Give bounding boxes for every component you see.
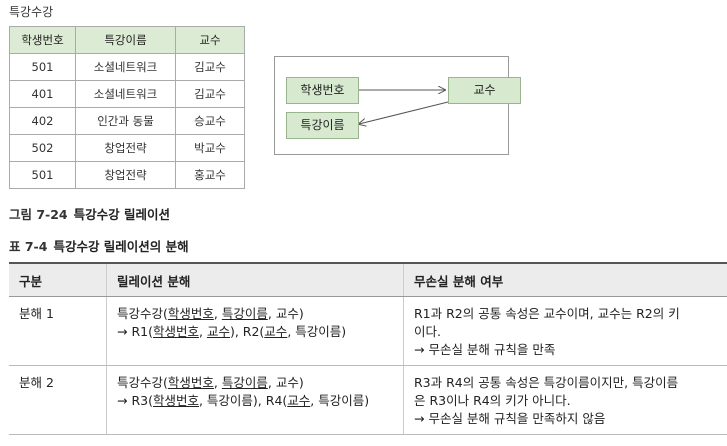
functional-dependency-diagram: 학생번호 특강이름 교수 — [274, 56, 521, 155]
decomposition-cell: 특강수강(학생번호, 특강이름, 교수) → R3(학생번호, 특강이름), R… — [106, 365, 404, 435]
original-relation: 특강수강(학생번호, 특강이름, 교수) — [117, 374, 397, 392]
table-cell: 501 — [9, 53, 76, 81]
text-fragment: , — [213, 375, 222, 390]
text-fragment: 특강수강( — [117, 375, 168, 390]
figure-number: 그림 7-24 — [9, 207, 68, 222]
original-relation: 특강수강(학생번호, 특강이름, 교수) — [117, 305, 397, 323]
table-cell: 소셜네트워크 — [75, 53, 176, 81]
table-cell: 창업전략 — [75, 161, 176, 189]
table-row: 501 창업전략 홍교수 — [9, 161, 245, 189]
arrow-professor-to-course — [359, 101, 449, 124]
key-attribute: 특강이름 — [221, 306, 268, 321]
result-text: 은 R3이나 R4의 키가 아니다. — [414, 393, 571, 408]
result-cell: R3과 R4의 공통 속성은 특강이름이지만, 특강이름 은 R3이나 R4의 … — [403, 365, 727, 435]
node-student-id: 학생번호 — [286, 77, 359, 104]
text-fragment: , 특강이름), R4( — [198, 393, 288, 408]
text-fragment: , — [213, 306, 222, 321]
table-cell: 402 — [9, 107, 76, 135]
text-fragment: , — [198, 324, 207, 339]
text-fragment: → R1( — [117, 324, 153, 339]
key-attribute: 교수 — [264, 324, 288, 339]
figure-title: 특강수강 릴레이션 — [73, 207, 170, 222]
row-label: 분해 2 — [9, 365, 107, 435]
column-header: 특강이름 — [75, 26, 176, 54]
table-cell: 502 — [9, 134, 76, 162]
text-fragment: , 교수) — [267, 375, 304, 390]
table-caption: 표 7-4 특강수강 릴레이션의 분해 — [9, 236, 189, 255]
result-text: 이다. — [414, 324, 441, 339]
table-cell: 501 — [9, 161, 76, 189]
column-header: 학생번호 — [9, 26, 76, 54]
table-row: 분해 1 특강수강(학생번호, 특강이름, 교수) → R1(학생번호, 교수)… — [9, 296, 727, 366]
column-header: 구분 — [9, 262, 107, 297]
table-cell: 소셜네트워크 — [75, 80, 176, 108]
node-course-name: 특강이름 — [286, 112, 359, 139]
table-cell: 인간과 동물 — [75, 107, 176, 135]
relation-table: 학생번호 특강이름 교수 501 소셜네트워크 김교수 401 소셜네트워크 김… — [9, 26, 245, 189]
decomposition-table: 구분 릴레이션 분해 무손실 분해 여부 분해 1 특강수강(학생번호, 특강이… — [9, 262, 727, 435]
table-title: 특강수강 릴레이션의 분해 — [53, 239, 189, 254]
decomposed-relations: → R3(학생번호, 특강이름), R4(교수, 특강이름) — [117, 392, 397, 410]
result-cell: R1과 R2의 공통 속성은 교수이며, 교수는 R2의 키 이다. → 무손실… — [403, 296, 727, 366]
table-cell: 김교수 — [175, 53, 245, 81]
table-cell: 박교수 — [175, 134, 245, 162]
key-attribute: 학생번호 — [152, 324, 199, 339]
figure-caption: 그림 7-24 특강수강 릴레이션 — [9, 204, 170, 223]
result-conclusion: → 무손실 분해 규칙을 만족하지 않음 — [414, 411, 606, 426]
row-label: 분해 1 — [9, 296, 107, 366]
table-cell: 홍교수 — [175, 161, 245, 189]
table-cell: 승교수 — [175, 107, 245, 135]
relation-caption: 특강수강 — [9, 5, 54, 19]
key-attribute: 학생번호 — [167, 306, 214, 321]
column-header: 무손실 분해 여부 — [403, 262, 727, 297]
text-fragment: , 특강이름) — [287, 324, 347, 339]
key-attribute: 학생번호 — [167, 375, 214, 390]
table-header-row: 구분 릴레이션 분해 무손실 분해 여부 — [9, 262, 727, 297]
table-cell: 401 — [9, 80, 76, 108]
decomposed-relations: → R1(학생번호, 교수), R2(교수, 특강이름) — [117, 323, 397, 341]
text-fragment: 특강수강( — [117, 306, 168, 321]
result-text: R3과 R4의 공통 속성은 특강이름이지만, 특강이름 — [414, 375, 679, 390]
key-attribute: 교수 — [287, 393, 311, 408]
result-conclusion: → 무손실 분해 규칙을 만족 — [414, 342, 556, 357]
text-fragment: → R3( — [117, 393, 153, 408]
table-row: 분해 2 특강수강(학생번호, 특강이름, 교수) → R3(학생번호, 특강이… — [9, 365, 727, 435]
column-header: 릴레이션 분해 — [106, 262, 404, 297]
table-cell: 김교수 — [175, 80, 245, 108]
decomposition-cell: 특강수강(학생번호, 특강이름, 교수) → R1(학생번호, 교수), R2(… — [106, 296, 404, 366]
key-attribute: 학생번호 — [152, 393, 199, 408]
table-row: 402 인간과 동물 승교수 — [9, 107, 245, 135]
text-fragment: ), R2( — [229, 324, 265, 339]
result-text: R1과 R2의 공통 속성은 교수이며, 교수는 R2의 키 — [414, 306, 680, 321]
text-fragment: , 교수) — [267, 306, 304, 321]
table-cell: 창업전략 — [75, 134, 176, 162]
table-row: 502 창업전략 박교수 — [9, 134, 245, 162]
key-attribute: 교수 — [206, 324, 230, 339]
key-attribute: 특강이름 — [221, 375, 268, 390]
column-header: 교수 — [175, 26, 245, 54]
table-row: 501 소셜네트워크 김교수 — [9, 53, 245, 81]
table-row: 401 소셜네트워크 김교수 — [9, 80, 245, 108]
node-professor: 교수 — [448, 77, 521, 104]
text-fragment: , 특강이름) — [310, 393, 370, 408]
table-number: 표 7-4 — [9, 239, 48, 254]
table-header-row: 학생번호 특강이름 교수 — [9, 26, 245, 54]
dependency-arrows — [275, 57, 449, 154]
